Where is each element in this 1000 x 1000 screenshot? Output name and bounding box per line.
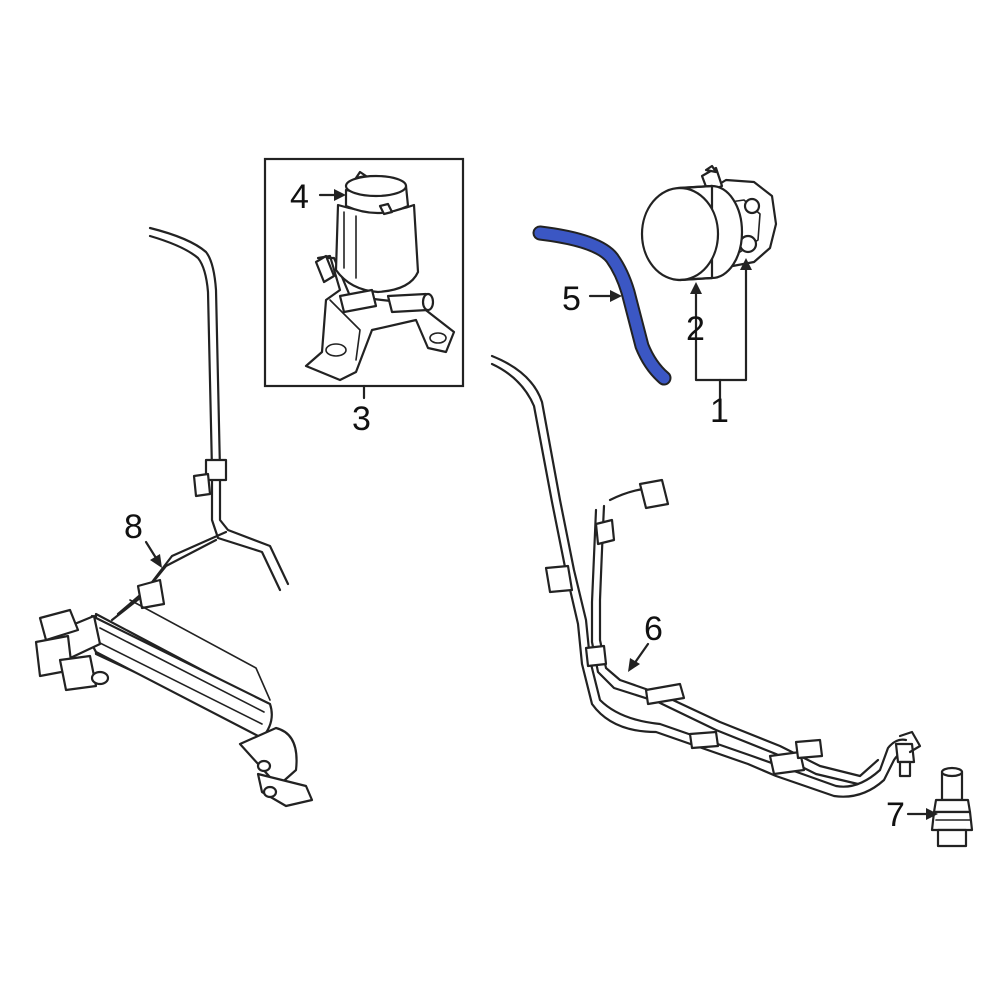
- callout-1: 1: [710, 392, 729, 430]
- callout-7: 7: [886, 796, 905, 834]
- hose-highlighted-fill: [534, 227, 670, 384]
- power-steering-pump: [640, 164, 778, 282]
- oil-cooler-assembly: [34, 226, 314, 808]
- reservoir-cap-top: [344, 174, 408, 198]
- callout-4: 4: [290, 178, 309, 216]
- callout-6: 6: [644, 610, 663, 648]
- callout-2: 2: [686, 310, 705, 348]
- callout-leaders: [144, 189, 938, 820]
- pressure-hose-assembly: [490, 354, 922, 798]
- callout-8: 8: [124, 508, 143, 546]
- callout-5: 5: [562, 280, 581, 318]
- fitting-part: [930, 766, 974, 848]
- reservoir-group: [263, 157, 465, 388]
- pump-pulley-face: [640, 186, 720, 282]
- reservoir-tank: [334, 203, 420, 294]
- reservoir-bracket: [304, 254, 456, 382]
- callout-3: 3: [352, 400, 371, 438]
